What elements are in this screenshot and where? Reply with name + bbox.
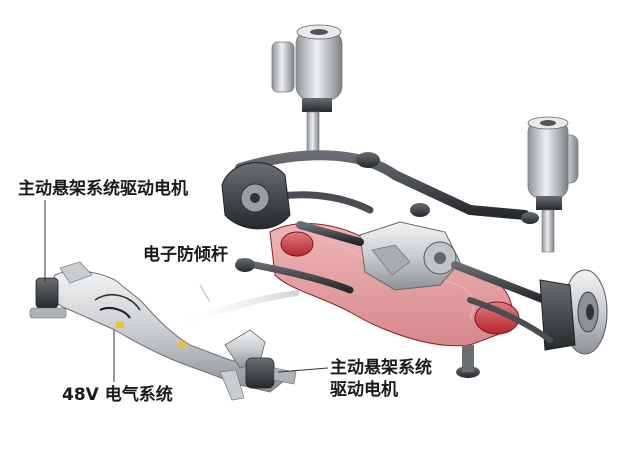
- drive-shafts: [296, 221, 549, 304]
- label-right-motor-line1: 主动悬架系统: [330, 358, 432, 378]
- leader-right-motor: [277, 367, 329, 373]
- left-wheel-knuckle: [221, 162, 291, 230]
- label-active-suspension-motor-top: 主动悬架系统驱动电机: [18, 179, 188, 199]
- label-right-motor-line2: 驱动电机: [330, 380, 398, 400]
- label-active-suspension-motor-right: 主动悬架系统 驱动电机: [330, 357, 432, 401]
- right-air-spring-strut: [527, 116, 579, 253]
- electronic-stabilizer-bar: [29, 261, 300, 401]
- rear-differential: [359, 221, 461, 291]
- left-air-spring-strut: [271, 24, 343, 159]
- label-stabilizer-bar: 电子防倾杆: [143, 245, 228, 265]
- right-brake-disc: [539, 269, 608, 355]
- leader-lines: [44, 200, 329, 382]
- label-48v-electrical-system: 48V 电气系统: [62, 385, 173, 405]
- lower-control-arms: [235, 258, 553, 343]
- upper-control-arms: [235, 150, 539, 224]
